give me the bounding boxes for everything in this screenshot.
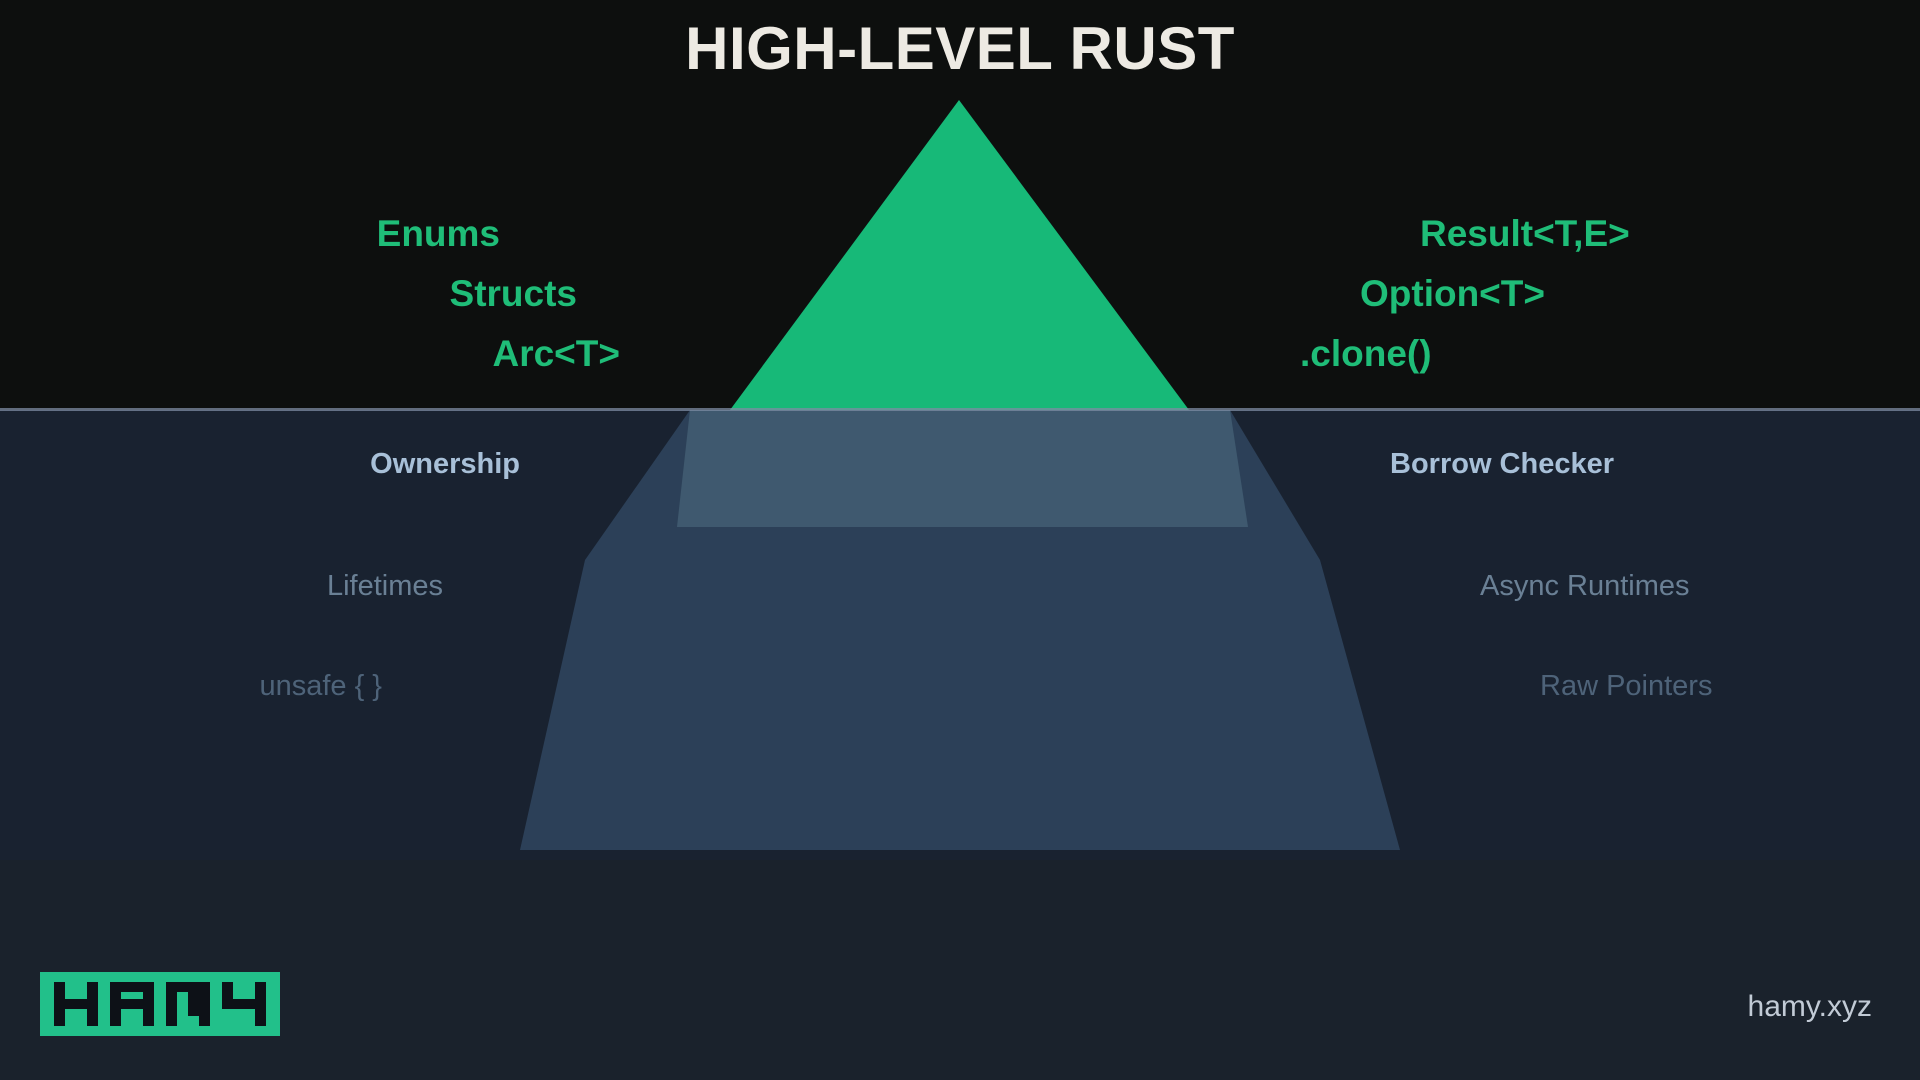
label-raw-pointers: Raw Pointers	[1540, 670, 1713, 702]
label-lifetimes: Lifetimes	[326, 570, 443, 602]
label-borrow-checker: Borrow Checker	[1390, 448, 1615, 480]
labels-above-water-right: Result<T,E> Option<T> .clone()	[1290, 215, 1850, 395]
label-clone: .clone()	[1300, 333, 1432, 374]
label-async-runtimes: Async Runtimes	[1480, 570, 1690, 602]
site-url[interactable]: hamy.xyz	[1747, 990, 1872, 1023]
label-enums: Enums	[376, 213, 500, 254]
iceberg-tip	[730, 100, 1189, 410]
label-arc: Arc<T>	[492, 333, 620, 374]
iceberg-mid-tier	[677, 410, 1248, 527]
labels-abyss-left: unsafe { }	[60, 672, 382, 701]
label-result: Result<T,E>	[1420, 213, 1630, 254]
deep-water-band	[0, 860, 1920, 1080]
waterline	[0, 408, 1920, 411]
labels-deep-right: Async Runtimes	[1480, 572, 1820, 601]
labels-above-water-left: Enums Structs Arc<T>	[120, 215, 620, 395]
hamy-logo[interactable]	[40, 972, 280, 1036]
label-ownership: Ownership	[370, 448, 520, 480]
labels-shallow-left: Ownership	[60, 450, 520, 479]
labels-shallow-right: Borrow Checker	[1390, 450, 1870, 479]
hamy-logo-wordmark	[54, 982, 266, 1026]
page-title: HIGH-LEVEL RUST	[685, 15, 1235, 82]
label-structs: Structs	[449, 273, 577, 314]
label-option: Option<T>	[1360, 273, 1545, 314]
label-unsafe: unsafe { }	[259, 670, 382, 702]
labels-deep-left: Lifetimes	[60, 572, 443, 601]
labels-abyss-right: Raw Pointers	[1540, 672, 1880, 701]
